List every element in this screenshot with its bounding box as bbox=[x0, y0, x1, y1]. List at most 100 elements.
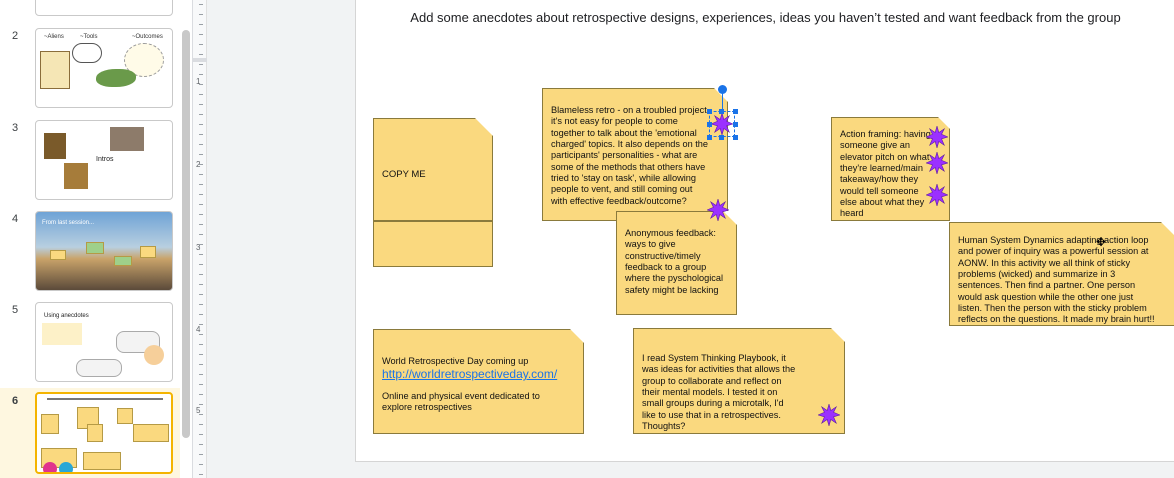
resize-handle[interactable] bbox=[707, 109, 712, 114]
resize-handle[interactable] bbox=[733, 135, 738, 140]
thumb-sticky bbox=[133, 424, 169, 442]
ruler-tick bbox=[199, 44, 203, 45]
ruler-tick bbox=[199, 324, 203, 325]
resize-handle[interactable] bbox=[733, 109, 738, 114]
slide-canvas[interactable]: Add some anecdotes about retrospective d… bbox=[355, 0, 1174, 462]
ruler-tick bbox=[199, 24, 203, 25]
ruler-tick bbox=[199, 344, 203, 345]
ruler-tick bbox=[199, 384, 203, 385]
resize-handle[interactable] bbox=[707, 135, 712, 140]
vertical-ruler: 1 2 3 4 5 bbox=[193, 0, 207, 478]
vote-burst-icon[interactable] bbox=[926, 152, 948, 174]
ruler-tick bbox=[199, 294, 203, 295]
ruler-tick bbox=[199, 114, 203, 115]
ruler-number: 2 bbox=[196, 160, 200, 169]
sticky-note-system-thinking-playbook[interactable]: I read System Thinking Playbook, it was … bbox=[633, 328, 845, 434]
ruler-tick bbox=[199, 144, 203, 145]
thumb-sticky bbox=[140, 246, 156, 258]
note-text: Human System Dynamics adapting action lo… bbox=[958, 235, 1155, 325]
sticky-note-copy-me[interactable]: COPY ME bbox=[373, 118, 493, 221]
note-fold bbox=[831, 328, 845, 342]
ruler-tick bbox=[199, 424, 203, 425]
resize-handle[interactable] bbox=[719, 135, 724, 140]
note-fold bbox=[1161, 222, 1174, 236]
ruler-tick bbox=[199, 414, 203, 415]
thumb-shape bbox=[72, 43, 102, 63]
vote-burst-icon[interactable] bbox=[707, 199, 729, 221]
sticky-note-world-retrospective-day[interactable]: World Retrospective Day coming up http:/… bbox=[373, 329, 584, 434]
thumb-sticky bbox=[41, 414, 59, 434]
vote-burst-icon[interactable] bbox=[926, 126, 948, 148]
selected-vote-burst[interactable] bbox=[707, 85, 739, 141]
thumb-sticky bbox=[117, 408, 133, 424]
ruler-tick bbox=[199, 84, 203, 85]
ruler-tick bbox=[199, 94, 203, 95]
ruler-margin-marker[interactable] bbox=[193, 58, 207, 62]
vote-burst-icon[interactable] bbox=[818, 404, 840, 426]
ruler-tick bbox=[199, 244, 203, 245]
ruler-tick bbox=[199, 184, 203, 185]
note-text: COPY ME bbox=[382, 169, 426, 180]
note-fold bbox=[723, 211, 737, 225]
thumb-label: From last session... bbox=[42, 220, 95, 226]
ruler-tick bbox=[199, 4, 203, 5]
thumb-sticky bbox=[86, 242, 104, 254]
ruler-tick bbox=[199, 174, 203, 175]
note-text: Blameless retro - on a troubled project … bbox=[551, 105, 709, 206]
slide-filmstrip[interactable]: 2 ~Aliens ~Tools ~Outcomes 3 Intros bbox=[0, 0, 193, 478]
slide-thumbnail-1[interactable] bbox=[35, 0, 173, 16]
thumb-shape bbox=[40, 51, 70, 89]
ruler-tick bbox=[199, 334, 203, 335]
resize-handle[interactable] bbox=[719, 109, 724, 114]
ruler-tick bbox=[199, 454, 203, 455]
ruler-number: 4 bbox=[196, 325, 201, 334]
slide-thumbnail-4[interactable]: From last session... bbox=[35, 211, 173, 291]
thumb-title-line bbox=[47, 398, 163, 400]
thumb-circle bbox=[43, 462, 57, 472]
resize-handle[interactable] bbox=[707, 122, 712, 127]
resize-handle[interactable] bbox=[733, 122, 738, 127]
ruler-tick bbox=[199, 404, 203, 405]
thumb-label: ~Aliens bbox=[44, 34, 64, 40]
slide-thumbnail-3[interactable]: Intros bbox=[35, 120, 173, 200]
ruler-number: 5 bbox=[196, 406, 201, 415]
world-retro-link[interactable]: http://worldretrospectiveday.com/ bbox=[382, 367, 558, 382]
slide-number: 3 bbox=[12, 122, 19, 134]
slide-number: 5 bbox=[12, 304, 19, 316]
ruler-tick bbox=[199, 224, 203, 225]
sticky-note-blameless-retro[interactable]: Blameless retro - on a troubled project … bbox=[542, 88, 728, 221]
ruler-tick bbox=[199, 314, 203, 315]
ruler-tick bbox=[199, 284, 203, 285]
rotation-handle[interactable] bbox=[718, 85, 727, 94]
ruler-tick bbox=[199, 204, 203, 205]
ruler-tick bbox=[199, 234, 203, 235]
slide-thumbnail-6[interactable] bbox=[35, 392, 173, 474]
sticky-note-anonymous-feedback[interactable]: Anonymous feedback: ways to give constru… bbox=[616, 211, 737, 315]
vote-burst-icon[interactable] bbox=[711, 113, 733, 135]
sticky-note-action-framing[interactable]: Action framing: having someone give an e… bbox=[831, 117, 950, 221]
ruler-tick bbox=[199, 14, 203, 15]
ruler-tick bbox=[199, 194, 203, 195]
filmstrip-scrollbar[interactable] bbox=[182, 30, 190, 438]
ruler-tick bbox=[199, 124, 203, 125]
slide-number: 4 bbox=[12, 213, 19, 225]
ruler-tick bbox=[199, 264, 203, 265]
slide-thumbnail-2[interactable]: ~Aliens ~Tools ~Outcomes bbox=[35, 28, 173, 108]
ruler-number: 1 bbox=[196, 77, 201, 86]
sticky-note-human-system-dynamics[interactable]: Human System Dynamics adapting action lo… bbox=[949, 222, 1174, 326]
ruler-tick bbox=[199, 474, 203, 475]
ruler-tick bbox=[199, 354, 203, 355]
slide-thumbnail-5[interactable]: Using anecdotes bbox=[35, 302, 173, 382]
note-fold bbox=[475, 118, 493, 136]
vote-burst-icon[interactable] bbox=[926, 184, 948, 206]
rotation-handle-stem bbox=[722, 89, 723, 109]
note-text: Online and physical event dedicated to e… bbox=[382, 391, 540, 413]
thumb-sticky bbox=[83, 452, 121, 470]
ruler-tick bbox=[199, 364, 203, 365]
slide-title[interactable]: Add some anecdotes about retrospective d… bbox=[410, 10, 1121, 25]
ruler-number: 3 bbox=[196, 243, 201, 252]
thumb-box bbox=[42, 323, 82, 345]
ruler-tick bbox=[199, 164, 203, 165]
note-text: World Retrospective Day coming up bbox=[382, 356, 529, 366]
